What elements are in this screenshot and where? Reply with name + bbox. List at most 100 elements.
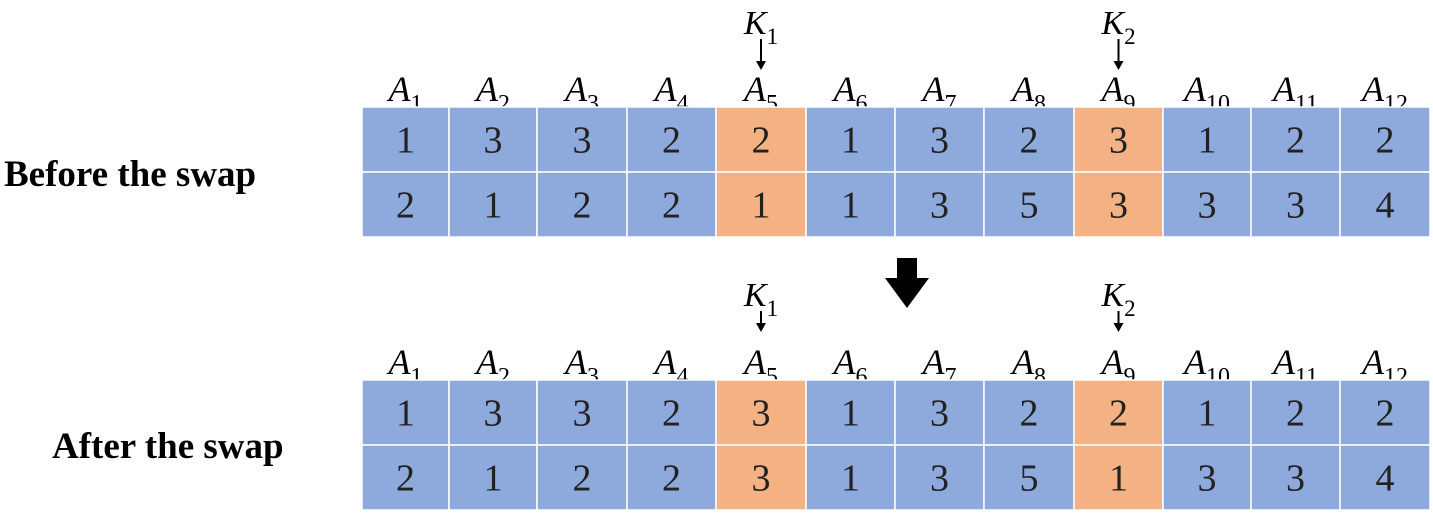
cell-value: 2 — [662, 393, 681, 435]
cell-value: 2 — [573, 185, 592, 227]
cell-value: 1 — [841, 393, 860, 435]
grid-cell — [1250, 444, 1341, 511]
column-header-a3: A3 — [563, 69, 599, 117]
after-swap-title: After the swap — [52, 426, 284, 467]
cell-value: 1 — [1109, 458, 1128, 500]
column-header-a8: A8 — [1010, 342, 1046, 390]
grid-cell — [1162, 171, 1252, 238]
cell-value: 3 — [930, 120, 949, 162]
key-cell — [1073, 379, 1164, 446]
cell-value: 4 — [1376, 458, 1395, 500]
grid-cell — [983, 106, 1075, 173]
cell-value: 5 — [1020, 185, 1039, 227]
key-cell — [715, 379, 807, 446]
cell-value: 2 — [662, 458, 681, 500]
grid-cell — [361, 444, 450, 511]
key-arrow-head — [1113, 323, 1124, 332]
key-label-k2: K2 — [1100, 277, 1135, 321]
key-label-k2: K2 — [1100, 5, 1135, 49]
cell-value: 3 — [484, 393, 503, 435]
grid-cell — [1250, 106, 1341, 173]
cell-value: 3 — [1109, 185, 1128, 227]
grid-cell — [448, 444, 538, 511]
cell-value: 2 — [1286, 393, 1305, 435]
key-arrow-head — [1113, 61, 1124, 70]
grid-cell — [1250, 379, 1341, 446]
grid-cell — [1339, 379, 1431, 446]
cell-value: 1 — [396, 393, 415, 435]
grid-cell — [361, 379, 450, 446]
cell-value: 2 — [1376, 120, 1395, 162]
cell-value: 1 — [484, 458, 503, 500]
cell-value: 1 — [396, 120, 415, 162]
cell-value: 3 — [930, 393, 949, 435]
grid-cell — [448, 171, 538, 238]
grid-cell — [805, 379, 896, 446]
cell-value: 2 — [1286, 120, 1305, 162]
cell-value: 2 — [662, 120, 681, 162]
cell-value: 3 — [930, 185, 949, 227]
grid-cell — [894, 106, 985, 173]
cell-value: 1 — [1198, 120, 1217, 162]
cell-value: 2 — [1020, 393, 1039, 435]
grid-cell — [983, 171, 1075, 238]
column-header-a12: A12 — [1360, 69, 1408, 117]
grid-cell — [626, 444, 717, 511]
cell-value: 3 — [930, 458, 949, 500]
grid-cell — [536, 171, 628, 238]
cell-value: 3 — [1286, 458, 1305, 500]
grid-cell — [536, 379, 628, 446]
column-header-a2: A2 — [474, 342, 510, 390]
grid-cell — [361, 106, 450, 173]
grid-cell — [983, 444, 1075, 511]
key-cell — [715, 444, 807, 511]
cell-value: 3 — [484, 120, 503, 162]
cell-value: 5 — [1020, 458, 1039, 500]
cell-value: 3 — [573, 120, 592, 162]
cell-value: 3 — [752, 393, 771, 435]
key-label-k1: K1 — [743, 5, 778, 49]
thick-down-arrow-icon — [885, 258, 929, 308]
key-cell — [715, 171, 807, 238]
grid-cell — [626, 379, 717, 446]
cell-value: 2 — [662, 185, 681, 227]
grid-cell — [448, 379, 538, 446]
grid-cell — [894, 444, 985, 511]
grid-cell — [626, 171, 717, 238]
cell-value: 1 — [841, 458, 860, 500]
key-arrow-head — [756, 61, 766, 70]
grid-cell — [361, 171, 450, 238]
cell-value: 2 — [1109, 393, 1128, 435]
grid-cell — [1162, 444, 1252, 511]
cell-value: 3 — [1286, 185, 1305, 227]
column-header-a3: A3 — [563, 342, 599, 390]
cell-value: 1 — [841, 185, 860, 227]
cell-value: 3 — [1109, 120, 1128, 162]
cell-value: 3 — [1198, 185, 1217, 227]
cell-value: 1 — [841, 120, 860, 162]
key-cell — [1073, 444, 1164, 511]
key-cell — [1073, 171, 1164, 238]
grid-cell — [805, 444, 896, 511]
cell-value: 3 — [752, 458, 771, 500]
grid-cell — [1162, 106, 1252, 173]
grid-cell — [1339, 444, 1431, 511]
grid-cell — [536, 444, 628, 511]
cell-value: 2 — [1376, 393, 1395, 435]
cell-value: 3 — [1198, 458, 1217, 500]
cell-value: 2 — [396, 458, 415, 500]
key-arrow-head — [756, 323, 766, 332]
grid-cell — [1339, 171, 1431, 238]
key-cell — [715, 106, 807, 173]
grid-cell — [1339, 106, 1431, 173]
grid-cell — [894, 171, 985, 238]
cell-value: 4 — [1376, 185, 1395, 227]
key-label-k1: K1 — [743, 277, 778, 321]
cell-value: 2 — [752, 120, 771, 162]
before-swap-title: Before the swap — [4, 154, 257, 195]
cell-value: 1 — [484, 185, 503, 227]
